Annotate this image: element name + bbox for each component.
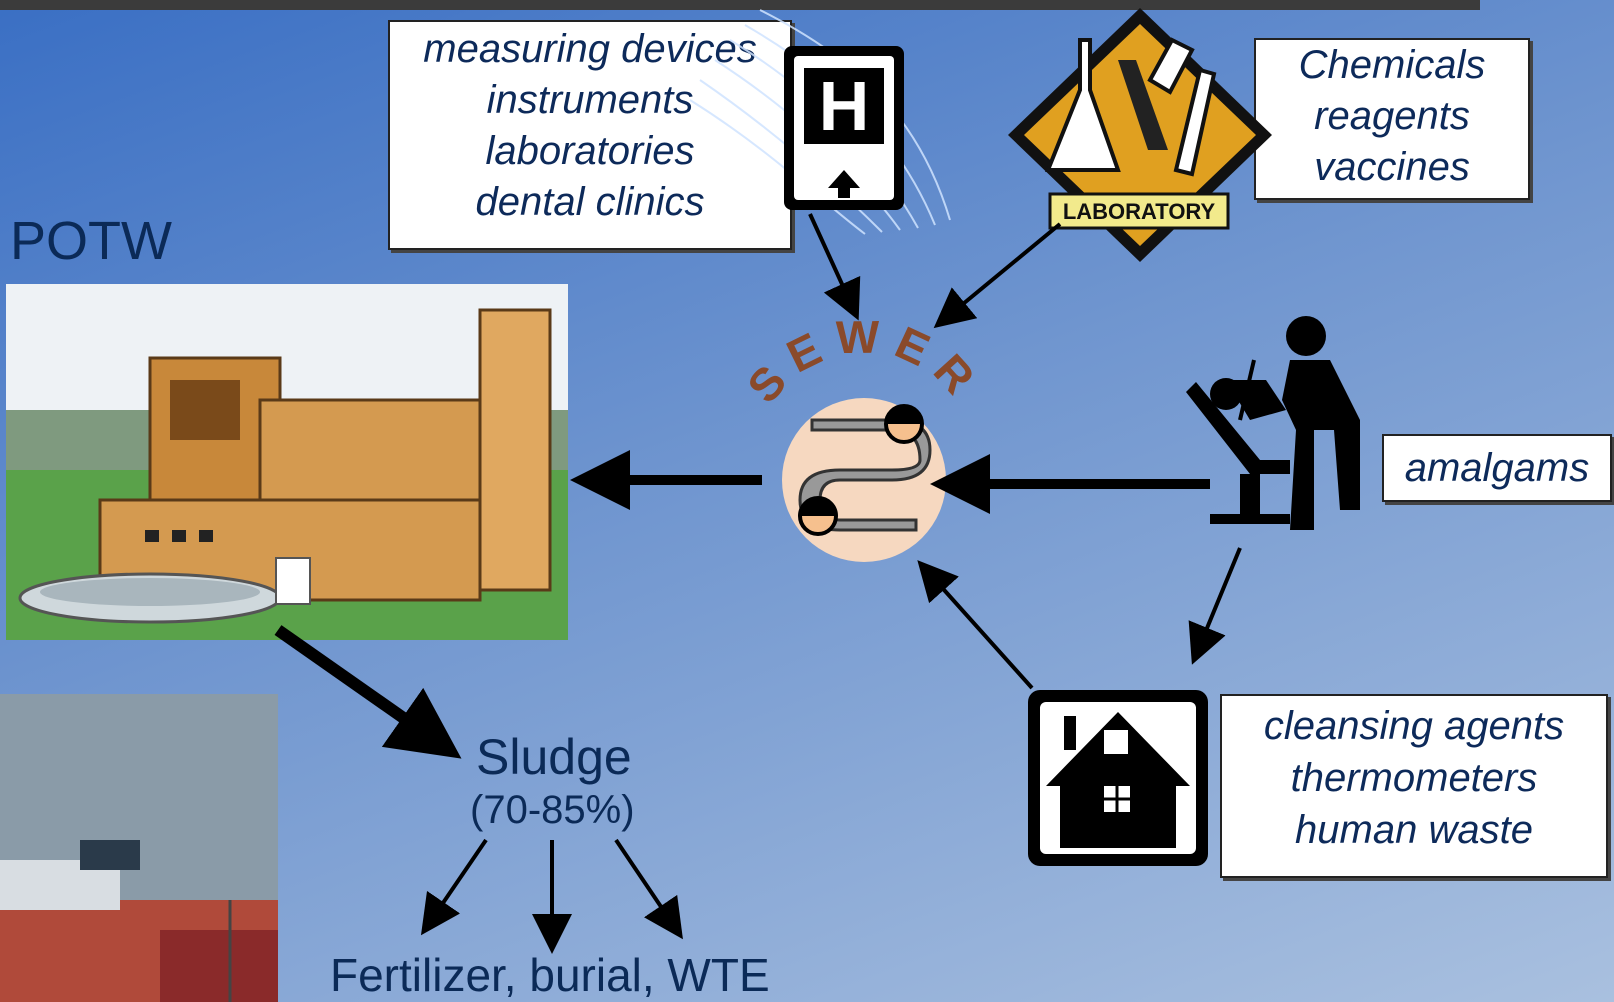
sewer-icon: SEWER [737,310,993,562]
svg-text:SEWER: SEWER [737,310,993,412]
top-bar [0,0,1480,10]
chemicals-item: reagents [1314,94,1470,138]
sources-item: instruments [486,78,694,122]
disposal-label: Fertilizer, burial, WTE [330,949,770,1001]
household-item: human waste [1295,808,1533,852]
ship-photo-image [0,694,278,1002]
chemicals-item: vaccines [1314,145,1470,189]
hospital-letter: H [819,67,870,145]
potw-title: POTW [10,211,172,271]
household-box: cleansing agents thermometers human wast… [1220,694,1608,878]
sources-item: laboratories [485,129,695,173]
dentist-icon [1186,316,1360,530]
chemicals-box: Chemicals reagents vaccines [1254,38,1530,200]
sources-item: measuring devices [423,27,757,71]
amalgams-text: amalgams [1404,446,1590,490]
household-item: cleansing agents [1263,704,1565,748]
amalgams-box: amalgams [1382,434,1612,502]
hospital-sign-icon: H [784,46,904,210]
sewer-label: SEWER [737,310,981,412]
treatment-plant-image [6,284,568,640]
household-item: thermometers [1290,756,1538,800]
sources-box: measuring devices instruments laboratori… [388,20,792,250]
connector-arrows [274,213,1242,954]
chemicals-item: Chemicals [1298,43,1486,87]
sludge-label: Sludge [476,729,632,785]
house-icon [1028,690,1208,866]
laboratory-sign-text: LABORATORY [1063,199,1216,224]
sources-item: dental clinics [475,180,705,224]
sludge-percent: (70-85%) [470,788,635,832]
laboratory-sign-icon: LABORATORY [1008,8,1272,262]
